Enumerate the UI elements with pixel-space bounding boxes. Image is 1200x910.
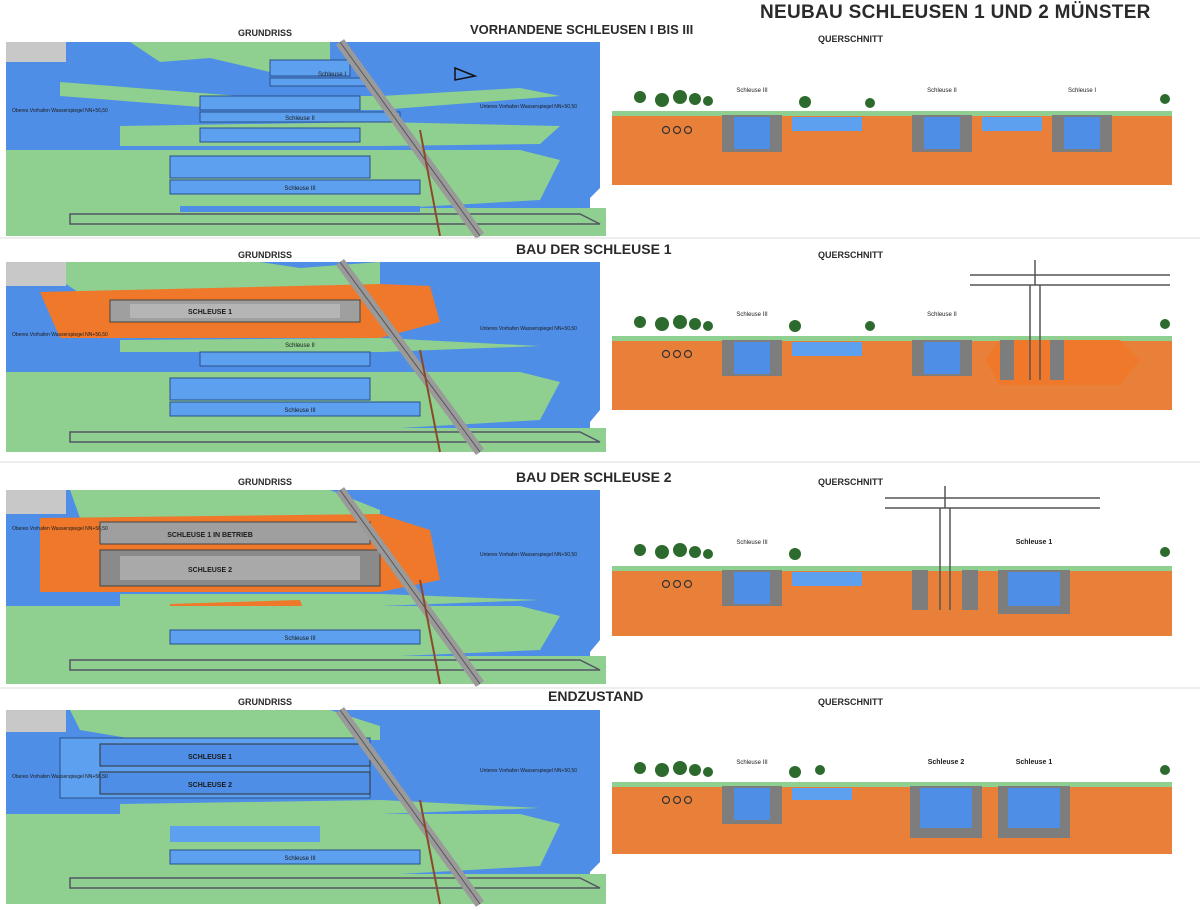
panel-3-plan: SCHLEUSE 1 IN BETRIEB SCHLEUSE 2 Schleus… (6, 487, 606, 687)
north-arrow-icon (454, 66, 478, 81)
panel-4-lock-c-label: Schleuse III (284, 856, 316, 862)
panel-4-upper-level: Oberes Vorhafen Wasserspiegel NN+56,50 (12, 774, 108, 780)
panel-2-upper-level: Oberes Vorhafen Wasserspiegel NN+56,50 (12, 332, 108, 338)
panel-1-section-label: QUERSCHNITT (818, 34, 883, 44)
panel-3-plan-label: GRUNDRISS (238, 477, 293, 487)
panel-4-lower-level: Unteres Vorhafen Wasserspiegel NN+50,50 (480, 768, 577, 774)
panel-4-section: Schleuse III Schleuse 2 Schleuse 1 (612, 759, 1172, 854)
panel-4-section-s2: Schleuse 2 (928, 759, 965, 766)
panel-1-lock-c-label: Schleuse III (284, 186, 316, 192)
panel-1-lock-b-label: Schleuse II (285, 116, 315, 122)
panel-2-section: Schleuse III Schleuse II (612, 260, 1172, 410)
panel-2-lock-a-label: SCHLEUSE 1 (188, 309, 232, 316)
panel-2-plan: SCHLEUSE 1 Schleuse II Schleuse III Ober… (6, 259, 606, 455)
panel-1-upper-level: Oberes Vorhafen Wasserspiegel NN+56,50 (12, 108, 108, 114)
panel-3-lock-c-label: Schleuse III (284, 636, 316, 642)
panel-2-section-label: QUERSCHNITT (818, 250, 883, 260)
panel-3-section-s1: Schleuse III (736, 540, 768, 546)
panel-2-plan-label: GRUNDRISS (238, 250, 293, 260)
panel-4-lock-b-label: SCHLEUSE 2 (188, 782, 232, 789)
panel-1-title: VORHANDENE SCHLEUSEN I BIS III (470, 22, 694, 37)
panel-1-section-s2: Schleuse II (927, 88, 957, 94)
panel-3-upper-level: Oberes Vorhafen Wasserspiegel NN+56,50 (12, 526, 108, 532)
panel-1-lock-a-label: Schleuse I (318, 72, 346, 78)
panel-1-lower-level: Unteres Vorhafen Wasserspiegel NN+50,50 (480, 104, 577, 110)
panel-3-section-s2: Schleuse 1 (1016, 539, 1053, 546)
main-title: NEUBAU SCHLEUSEN 1 UND 2 MÜNSTER (760, 2, 1151, 23)
panel-3-section: Schleuse III Schleuse 1 (612, 486, 1172, 636)
panel-4-plan: SCHLEUSE 1 SCHLEUSE 2 Schleuse III Obere… (6, 707, 606, 907)
panel-1-plan-label: GRUNDRISS (238, 28, 293, 38)
panel-3-lock-a-label: SCHLEUSE 1 IN BETRIEB (167, 532, 253, 539)
panel-1-plan: Schleuse I Schleuse II Schleuse III Ober… (6, 39, 606, 239)
panel-2-section-s2: Schleuse II (927, 312, 957, 318)
panel-3-section-label: QUERSCHNITT (818, 477, 883, 487)
panel-4-lock-a-label: SCHLEUSE 1 (188, 754, 232, 761)
panel-1-section-s3: Schleuse I (1068, 88, 1096, 94)
panel-3-lower-level: Unteres Vorhafen Wasserspiegel NN+50,50 (480, 552, 577, 558)
panel-4-title: ENDZUSTAND (548, 688, 644, 704)
panel-2-lock-b-label: Schleuse II (285, 343, 315, 349)
panel-1-section-s1: Schleuse III (736, 88, 768, 94)
panel-2-lock-c-label: Schleuse III (284, 408, 316, 414)
panel-4-section-s1: Schleuse III (736, 760, 768, 766)
panel-1-section: Schleuse III Schleuse II Schleuse I (612, 88, 1172, 185)
panel-4-plan-label: GRUNDRISS (238, 697, 293, 707)
panel-3-lock-b-label: SCHLEUSE 2 (188, 567, 232, 574)
panel-2-lower-level: Unteres Vorhafen Wasserspiegel NN+50,50 (480, 326, 577, 332)
panel-2-title: BAU DER SCHLEUSE 1 (516, 241, 672, 257)
panel-4-section-label: QUERSCHNITT (818, 697, 883, 707)
panel-2-section-s1: Schleuse III (736, 312, 768, 318)
panel-3-title: BAU DER SCHLEUSE 2 (516, 469, 672, 485)
panel-4-section-s3: Schleuse 1 (1016, 759, 1053, 766)
